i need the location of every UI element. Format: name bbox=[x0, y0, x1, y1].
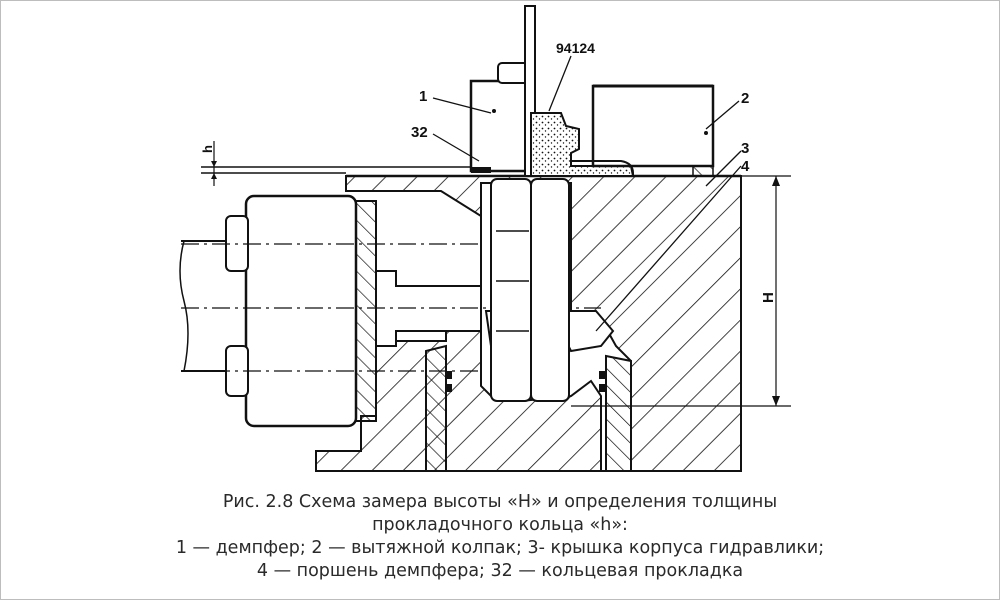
dimension-h bbox=[201, 141, 471, 186]
exhaust-hood bbox=[571, 84, 715, 177]
label-cover: 3 bbox=[741, 140, 749, 157]
label-piston: 4 bbox=[741, 158, 750, 175]
caption-line-3: 1 — демпфер; 2 — вытяжной колпак; 3- кры… bbox=[175, 538, 825, 558]
dimension-H bbox=[571, 175, 791, 407]
caption-line-4: 4 — поршень демпфера; 32 — кольцевая про… bbox=[256, 561, 744, 581]
leader-lines bbox=[432, 55, 742, 332]
caption-line-2: прокладочного кольца «h»: bbox=[372, 515, 628, 535]
figure-caption: Рис. 2.8 Схема замера высоты «H» и опред… bbox=[1, 491, 999, 583]
label-dim-h: h bbox=[200, 145, 215, 153]
label-damper: 1 bbox=[419, 88, 427, 105]
label-hood: 2 bbox=[741, 90, 749, 107]
gasket-ring bbox=[471, 167, 491, 173]
flange-assembly bbox=[179, 194, 601, 428]
label-gasket: 32 bbox=[411, 124, 428, 141]
damper bbox=[469, 5, 570, 402]
label-dim-H: H bbox=[760, 292, 777, 303]
technical-drawing: 1 32 94124 2 3 4 h H bbox=[179, 5, 791, 472]
caption-line-1: Рис. 2.8 Схема замера высоты «H» и опред… bbox=[222, 492, 778, 512]
gauge-part-94124 bbox=[530, 112, 635, 177]
label-part-number: 94124 bbox=[556, 40, 595, 56]
